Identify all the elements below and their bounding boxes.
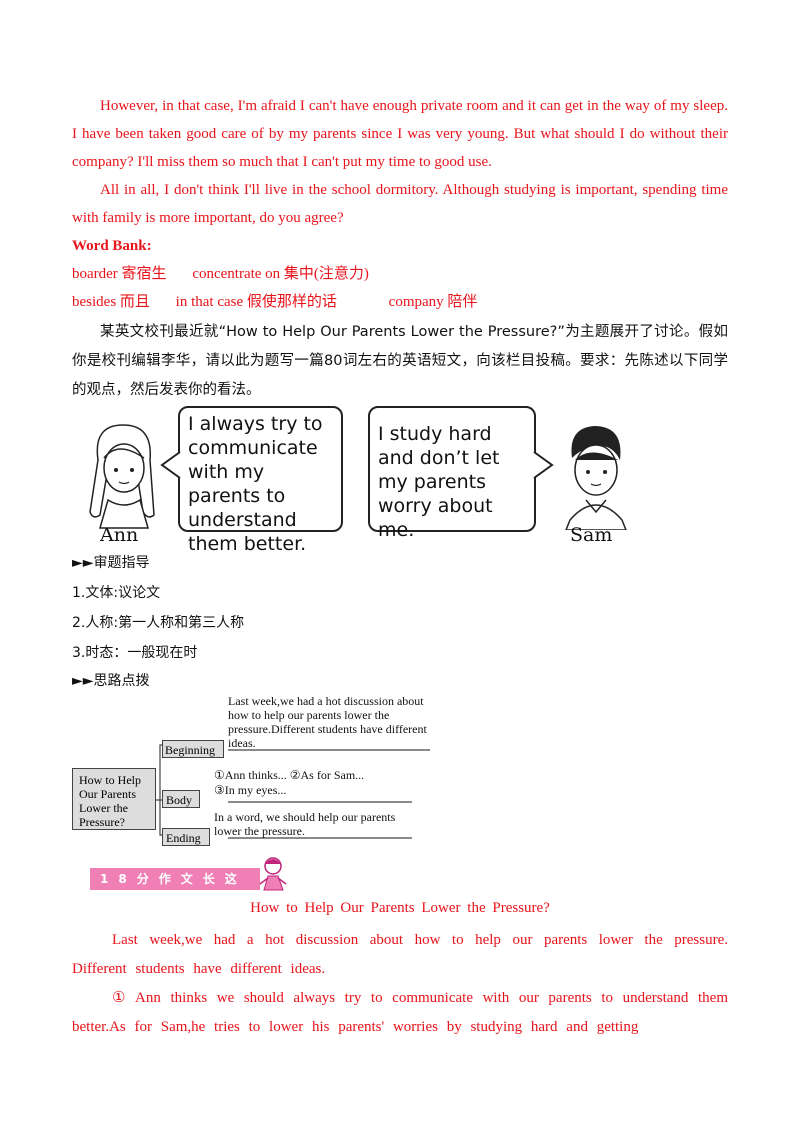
word-bank-entry: besides 而且 (72, 294, 150, 310)
model-essay-paragraph-1: Last week,we had a hot discussion about … (72, 932, 728, 977)
sam-bubble-tail (533, 451, 554, 479)
word-bank-entry: concentrate on 集中(注意力) (192, 266, 369, 282)
sam-figure (565, 426, 627, 530)
ann-name: Ann (100, 524, 139, 546)
word-bank-row-1: boarder 寄宿生 concentrate on 集中(注意力) (72, 260, 728, 288)
guide-item-3: 3.时态：一般现在时 (72, 645, 198, 661)
word-bank-heading: Word Bank: (72, 238, 152, 254)
mindmap-beginning-text: Last week,we had a hot discussion about … (228, 694, 427, 750)
guide-heading-1: ►►审题指导 (72, 555, 150, 571)
sam-speech-bubble: I study hard and don’t let my parents wo… (368, 406, 536, 541)
guide-item-1: 1.文体:议论文 (72, 585, 161, 601)
essay-paragraph-1: However, in that case, I'm afraid I can'… (72, 98, 728, 170)
mindmap-beginning-label: Beginning (162, 740, 224, 758)
ann-speech-bubble: I always try to communicate with my pare… (178, 406, 343, 555)
guide-heading-2: ►►思路点拨 (72, 673, 150, 689)
score-banner: 18分作文长这样 (90, 868, 260, 908)
word-bank-entry: company 陪伴 (388, 294, 478, 310)
word-bank-entry: in that case 假使那样的话 (175, 294, 337, 310)
model-essay-title: How to Help Our Parents Lower the Pressu… (250, 900, 550, 916)
sam-name: Sam (570, 524, 613, 546)
ann-bubble-tail (160, 451, 181, 479)
guide-item-2: 2.人称:第一人称和第三人称 (72, 615, 245, 631)
mindmap-body-text-2: ③In my eyes... (214, 783, 287, 797)
mindmap-body-text-1: ①Ann thinks... ②As for Sam... (214, 768, 365, 782)
banner-girl-figure (259, 857, 287, 891)
word-bank-row-2: besides 而且 in that case 假使那样的话 company 陪… (72, 288, 728, 316)
mindmap-body-label: Body (162, 790, 200, 808)
mindmap-ending-text: In a word, we should help our parents lo… (214, 810, 396, 838)
task-description: 某英文校刊最近就“How to Help Our Parents Lower t… (72, 324, 728, 398)
word-bank-entry: boarder 寄宿生 (72, 266, 167, 282)
mindmap-root: How to Help Our Parents Lower the Pressu… (72, 768, 156, 830)
mindmap-ending-label: Ending (162, 828, 210, 846)
ann-figure (89, 424, 155, 529)
essay-paragraph-2: All in all, I don't think I'll live in t… (72, 182, 728, 226)
model-essay-paragraph-2: ① Ann thinks we should always try to com… (72, 990, 728, 1035)
